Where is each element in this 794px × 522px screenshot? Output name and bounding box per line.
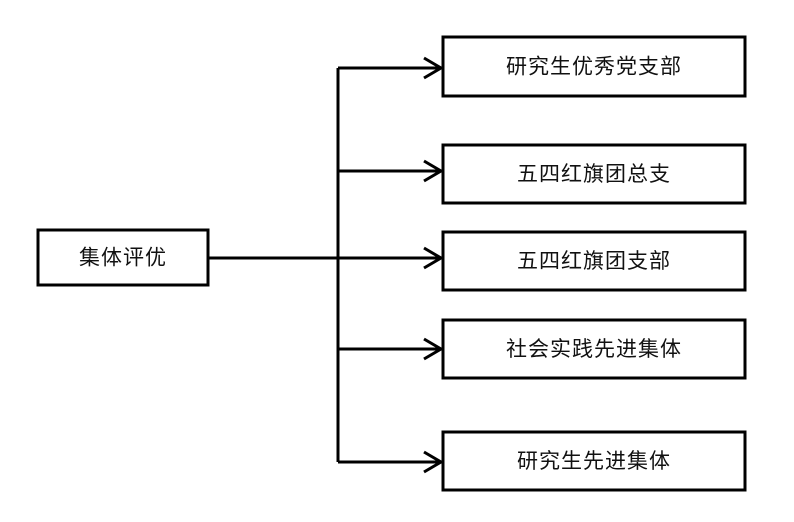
arrow-head-icon-2 [423, 159, 444, 183]
branch-node-4[interactable]: 社会实践先进集体 [441, 318, 747, 380]
branch-node-5[interactable]: 研究生先进集体 [441, 430, 747, 492]
root-node-collective-evaluation-label: 集体评优 [79, 246, 167, 270]
arrow-head-icon-3-stroke [423, 246, 444, 270]
arrow-head-icon-5 [423, 450, 444, 474]
branch-node-2-label: 五四红旗团总支 [517, 162, 671, 186]
arrow-head-icon-4-stroke [423, 337, 444, 361]
root-node-collective-evaluation-rect[interactable] [36, 228, 210, 287]
branch-node-2[interactable]: 五四红旗团总支 [441, 143, 747, 205]
branch-node-1-rect[interactable] [441, 35, 747, 98]
arrow-head-icon-2-stroke [423, 159, 444, 183]
arrow-head-icon-3 [423, 246, 444, 270]
arrow-head-icon-1-stroke [423, 56, 444, 80]
nodes-layer: 集体评优 研究生优秀党支部五四红旗团总支五四红旗团支部社会实践先进集体研究生先进集… [36, 35, 747, 492]
branch-node-5-rect[interactable] [441, 430, 747, 492]
branch-node-3-rect[interactable] [441, 230, 747, 292]
branch-node-4-rect[interactable] [441, 318, 747, 380]
connectors-layer [208, 56, 444, 474]
root-node-collective-evaluation[interactable]: 集体评优 [36, 228, 210, 287]
arrow-head-icon-1 [423, 56, 444, 80]
arrow-head-icon-4 [423, 337, 444, 361]
arrow-head-icon-5-stroke [423, 450, 444, 474]
branch-node-3[interactable]: 五四红旗团支部 [441, 230, 747, 292]
branch-node-2-rect[interactable] [441, 143, 747, 205]
branch-node-4-label: 社会实践先进集体 [506, 337, 682, 361]
branch-node-5-label: 研究生先进集体 [517, 449, 671, 473]
branch-node-3-label: 五四红旗团支部 [517, 249, 671, 273]
branch-node-1[interactable]: 研究生优秀党支部 [441, 35, 747, 98]
branch-node-1-label: 研究生优秀党支部 [506, 55, 682, 79]
